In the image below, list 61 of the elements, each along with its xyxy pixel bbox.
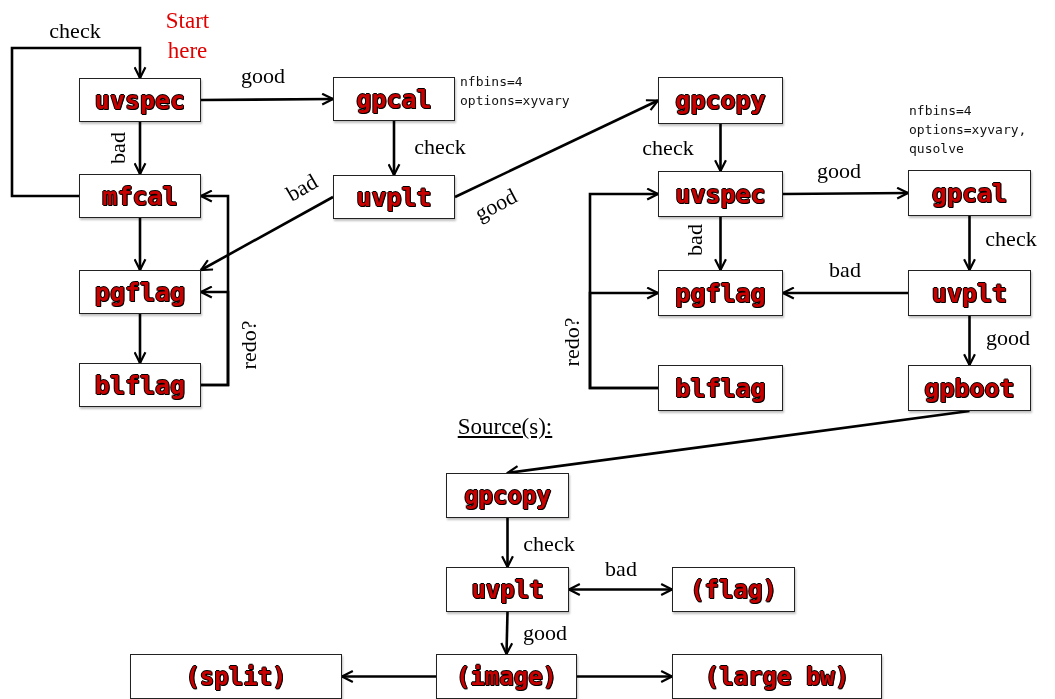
process-box (130, 654, 342, 699)
arrow (133, 218, 147, 272)
arrow (714, 124, 727, 173)
step-name: mfcal (102, 181, 178, 211)
start-note: Start here (164, 7, 211, 65)
arrow (781, 286, 908, 300)
process-box (658, 270, 783, 316)
process-box (436, 654, 577, 699)
step-name: gpcopy (675, 86, 766, 115)
arrow (133, 314, 147, 365)
arrow (387, 121, 401, 177)
parameter-note: nfbins=4 options=xyvary (460, 73, 571, 110)
process-box (79, 174, 201, 218)
arrow (501, 518, 514, 569)
section-heading: Source(s): (456, 413, 554, 441)
arrow (577, 670, 674, 683)
process-box (333, 175, 455, 219)
step-name: blflag (675, 373, 766, 403)
arrow (10, 46, 147, 198)
process-box (79, 363, 201, 407)
process-box (446, 567, 569, 612)
parameter-note: nfbins=4 options=xyvary, qusolve (909, 102, 1028, 158)
step-name: uvplt (931, 278, 1008, 308)
step-name: pgflag (94, 277, 186, 307)
arrow (500, 611, 514, 656)
arrow (963, 216, 976, 272)
step-name: uvplt (471, 575, 544, 604)
step-name: uvplt (356, 182, 432, 212)
process-box (908, 270, 1031, 316)
arrow (199, 285, 230, 387)
process-box (79, 78, 201, 122)
process-box (908, 365, 1031, 411)
step-name: gpcal (931, 178, 1008, 208)
arrow (199, 195, 334, 272)
process-box (79, 270, 201, 314)
process-box (672, 567, 795, 612)
arrow (133, 122, 147, 176)
step-name: (image) (455, 662, 558, 691)
process-box (446, 473, 569, 518)
arrow (201, 92, 335, 106)
step-name: (large bw) (704, 662, 850, 691)
arrow (567, 583, 674, 596)
process-box (658, 171, 783, 217)
process-box (658, 77, 783, 124)
step-name: uvspec (675, 179, 766, 209)
arrow (454, 99, 660, 199)
process-box (672, 654, 882, 699)
step-name: (split) (185, 662, 287, 691)
step-name: gpcopy (464, 481, 551, 510)
step-name: pgflag (675, 278, 766, 308)
step-name: gpboot (924, 373, 1015, 403)
step-name: (flag) (690, 575, 777, 604)
arrow (714, 217, 727, 272)
arrow (963, 316, 976, 367)
step-name: uvspec (94, 85, 186, 115)
arrow (340, 670, 436, 683)
step-name: blflag (94, 370, 186, 400)
arrow (588, 286, 660, 390)
process-box (658, 365, 783, 411)
step-name: gpcal (356, 84, 432, 114)
arrow (783, 186, 910, 200)
